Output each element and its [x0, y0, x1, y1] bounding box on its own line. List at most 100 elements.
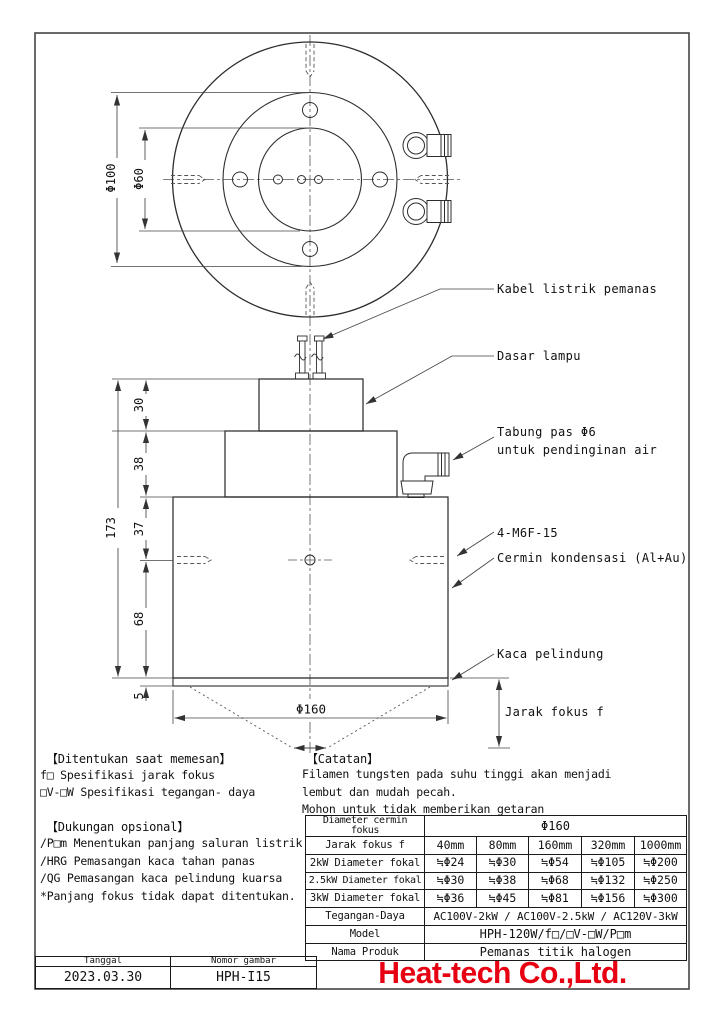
spec-cell: ≒Φ38 [476, 871, 529, 891]
order-note-item: f□ Spesifikasi jarak fokus [40, 768, 215, 782]
spec-label-3kw: 3kW Diameter fokal [305, 889, 425, 908]
flange-outer-circle [171, 41, 449, 318]
hidden-hole-side-left [177, 556, 212, 564]
spec-cell: 320mm [581, 836, 635, 855]
top-view [111, 35, 460, 331]
spec-cell: ≒Φ132 [581, 871, 635, 891]
pin-hole [273, 174, 283, 185]
spec-label-2-5kw: 2.5kW Diameter fokal [305, 871, 425, 891]
sheet-border [34, 32, 690, 990]
spec-cell: ≒Φ36 [424, 889, 477, 908]
spec-row-mirror: Diameter cermin fokus Φ160 [305, 815, 687, 837]
spec-label-2kw: 2kW Diameter fokal [305, 853, 425, 873]
leader-condenser-mirror [451, 557, 495, 589]
callout-cooling-tube-line1: Tabung pas Φ6 [497, 425, 597, 439]
water-elbow-fitting [400, 452, 450, 498]
spec-label-mirror: Diameter cermin fokus [305, 815, 425, 837]
callout-heater-cable: Kabel listrik pemanas [497, 282, 658, 296]
dim-phi100 [111, 92, 311, 267]
hidden-hole-top [305, 44, 315, 78]
hidden-hole-left [171, 175, 206, 184]
optional-notes-title: 【Dukungan opsional】 [46, 820, 190, 834]
pin-hole [297, 175, 306, 184]
dim-phi60 [139, 127, 308, 232]
water-connector-bottom [402, 198, 452, 225]
spec-cell: 40mm [424, 836, 477, 855]
leader-protective-glass [451, 653, 495, 681]
spec-label-product: Nama Produk [305, 942, 425, 962]
spec-label-power: Tegangan-Daya [305, 907, 425, 926]
extension-lines [112, 378, 510, 749]
spec-cell: 80mm [476, 836, 529, 855]
hidden-hole-side-right [409, 556, 444, 564]
spec-row-2kw: 2kW Diameter fokal ≒Φ24 ≒Φ30 ≒Φ54 ≒Φ105 … [305, 853, 687, 873]
bolt-hole [372, 171, 388, 188]
protective-glass-plate [172, 677, 449, 687]
spec-value-mirror: Φ160 [424, 815, 687, 837]
lamp-base-circle-phi60 [257, 127, 363, 232]
spec-cell: ≒Φ30 [476, 853, 529, 873]
mirror-housing-box [172, 496, 449, 679]
spec-cell: ≒Φ250 [634, 871, 687, 891]
callout-mounting-hole: 4-M6F-15 [497, 526, 558, 540]
spec-cell: ≒Φ24 [424, 853, 477, 873]
bolt-hole [302, 241, 318, 257]
spec-row-2-5kw: 2.5kW Diameter fokal ≒Φ30 ≒Φ38 ≒Φ68 ≒Φ13… [305, 871, 687, 891]
drawing-number-value: HPH-I15 [170, 966, 317, 989]
upper-housing-box [224, 430, 398, 498]
dim-label-phi100: Φ100 [104, 163, 118, 193]
spec-label-model: Model [305, 924, 425, 944]
order-note-item: □V-□W Spesifikasi tegangan- daya [40, 785, 256, 799]
spec-cell: 160mm [528, 836, 582, 855]
optional-note-item: /HRG Pemasangan kaca tahan panas [40, 853, 256, 868]
date-value: 2023.03.30 [35, 966, 171, 989]
caution-note-line: Filamen tungsten pada suhu tinggi akan m… [302, 767, 612, 781]
dim-label-phi60: Φ60 [132, 168, 146, 190]
dim-label-phi160: Φ160 [295, 701, 327, 717]
leader-lines [322, 288, 495, 681]
spec-value-model: HPH-120W/f□/□V-□W/P□m [424, 924, 687, 944]
spec-value-product: Pemanas titik halogen [424, 942, 687, 962]
spec-row-3kw: 3kW Diameter fokal ≒Φ36 ≒Φ45 ≒Φ81 ≒Φ156 … [305, 889, 687, 908]
leader-cooling-tube [452, 436, 495, 461]
optional-note-item: /P□m Menentukan panjang saluran listrik [40, 836, 303, 850]
title-block-header-row: Tanggal Nomor gambar [35, 956, 317, 967]
spec-cell: ≒Φ156 [581, 889, 635, 908]
callout-lamp-base: Dasar lampu [497, 349, 581, 363]
spec-cell: ≒Φ300 [634, 889, 687, 908]
lamp-base-box [258, 378, 364, 432]
dim-label-37: 37 [132, 521, 146, 537]
pin-hole [314, 175, 323, 184]
spec-row-power: Tegangan-Daya AC100V-2kW / AC100V-2.5kW … [305, 907, 687, 926]
drawing-number-label: Nomor gambar [170, 956, 317, 967]
spec-row-product: Nama Produk Pemanas titik halogen [305, 942, 687, 962]
leader-lamp-base [365, 355, 494, 405]
optional-note-item: *Panjang fokus tidak dapat ditentukan. [40, 888, 296, 903]
caution-notes-title: 【Catatan】 [306, 752, 379, 766]
dimension-lines [114, 380, 503, 747]
spec-label-focus: Jarak fokus f [305, 836, 425, 855]
order-notes-title: 【Ditentukan saat memesan】 [46, 752, 232, 766]
bolt-hole [302, 102, 318, 118]
spec-row-focus: Jarak fokus f 40mm 80mm 160mm 320mm 1000… [305, 836, 687, 855]
dim-label-68: 68 [132, 611, 146, 627]
spec-cell: ≒Φ54 [528, 853, 582, 873]
spec-cell: ≒Φ45 [476, 889, 529, 908]
callout-focal-distance: Jarak fokus f [505, 705, 605, 719]
caution-note-line: lembut dan mudah pecah. [302, 784, 457, 799]
spec-table: Diameter cermin fokus Φ160 Jarak fokus f… [305, 815, 687, 962]
leader-mounting-hole [456, 531, 495, 557]
bolt-hole [232, 171, 248, 188]
spec-cell: ≒Φ68 [528, 871, 582, 891]
spec-cell: ≒Φ81 [528, 889, 582, 908]
spec-cell: 1000mm [634, 836, 687, 855]
caution-note-line: Mohon untuk tidak memberikan getaran [302, 801, 545, 816]
dim-label-38: 38 [132, 456, 146, 472]
hidden-hole-right [414, 175, 449, 184]
spec-row-model: Model HPH-120W/f□/□V-□W/P□m [305, 924, 687, 944]
optional-note-item: /QG Pemasangan kaca pelindung kuarsa [40, 871, 283, 885]
company-logo: Heat-tech Co.,Ltd. [378, 955, 627, 990]
dim-label-30: 30 [132, 397, 146, 413]
title-block: Tanggal Nomor gambar 2023.03.30 HPH-I15 [35, 956, 317, 989]
